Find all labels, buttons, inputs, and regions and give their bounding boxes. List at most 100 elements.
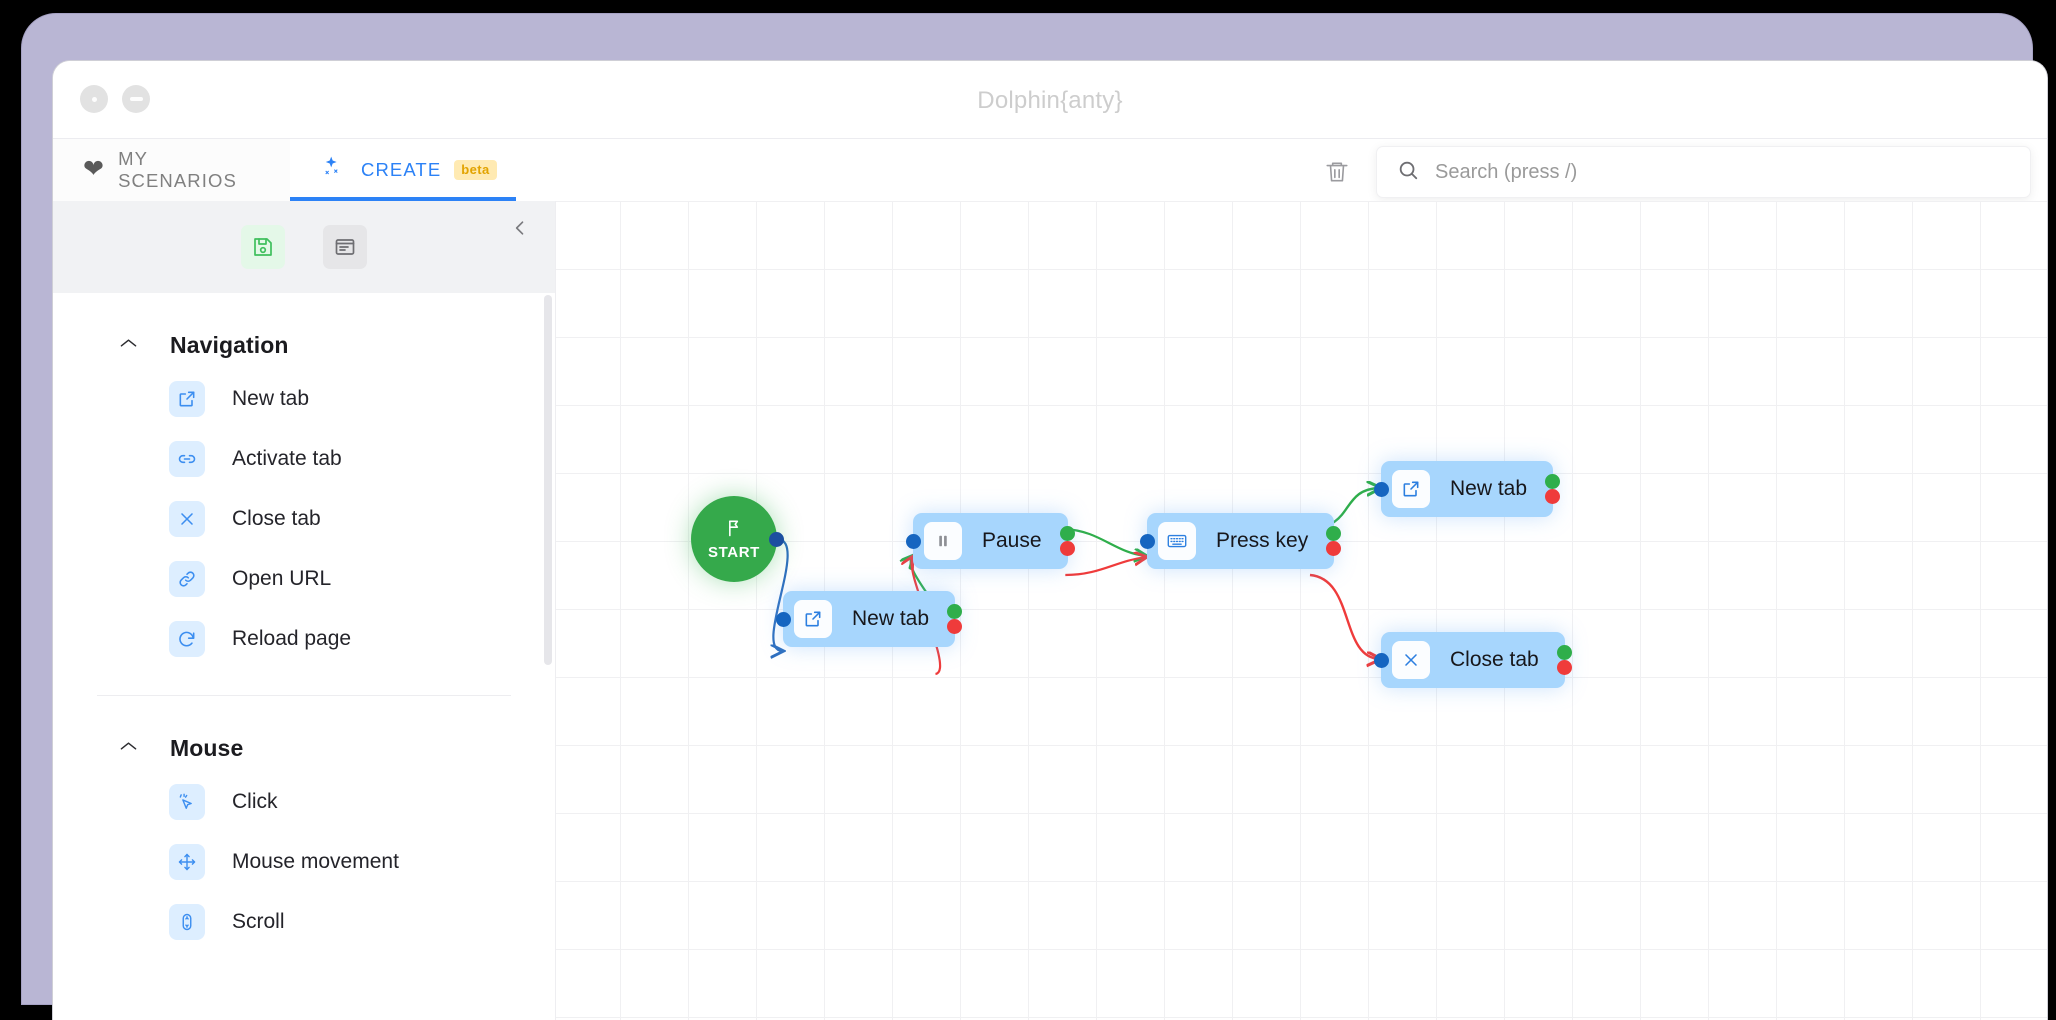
sidebar-action-label: Close tab: [232, 507, 321, 530]
window-outer-frame: Dolphin{anty} ❤ MY SCENARIOS: [22, 14, 2048, 1020]
port-in[interactable]: [776, 612, 791, 627]
port-in[interactable]: [1140, 534, 1155, 549]
section-header-navigation[interactable]: Navigation: [97, 293, 511, 369]
tab-create[interactable]: CREATE beta: [290, 139, 516, 201]
top-right-tools: [1320, 146, 2031, 198]
flow-node-label: Pause: [982, 529, 1042, 552]
title-bar: Dolphin{anty}: [53, 61, 2047, 139]
sidebar-action-scroll[interactable]: Scroll: [97, 892, 511, 952]
close-x-icon: [1392, 641, 1430, 679]
sidebar-action-reload-page[interactable]: Reload page: [97, 609, 511, 669]
port-in[interactable]: [1374, 482, 1389, 497]
port-out-error[interactable]: [1545, 489, 1561, 504]
sidebar-action-label: Open URL: [232, 567, 332, 590]
flow-node-label: Close tab: [1450, 648, 1539, 671]
tab-strip: ❤ MY SCENARIOS CREATE beta: [53, 139, 2047, 201]
desktop-backdrop: Dolphin{anty} ❤ MY SCENARIOS: [22, 14, 2048, 1020]
port-in[interactable]: [1374, 653, 1389, 668]
sidebar-scroll-area[interactable]: Navigation New tab: [53, 293, 555, 1020]
flag-icon: [724, 518, 744, 543]
section-title-mouse: Mouse: [170, 735, 244, 761]
window-controls: [80, 85, 150, 113]
sidebar-action-new-tab[interactable]: New tab: [97, 369, 511, 429]
flow-node-new-tab-2[interactable]: New tab: [1374, 461, 1561, 517]
flow-node-press-key[interactable]: Press key: [1140, 513, 1342, 569]
flow-canvas[interactable]: START New tab: [556, 201, 2047, 1020]
sidebar-action-activate-tab[interactable]: Activate tab: [97, 429, 511, 489]
flow-node-pause[interactable]: Pause: [906, 513, 1075, 569]
sparkle-icon: [320, 154, 348, 187]
chain-link-icon: [169, 561, 205, 597]
body-area: Navigation New tab: [53, 201, 2047, 1020]
search-box[interactable]: [1376, 146, 2031, 198]
flow-node-label: New tab: [852, 607, 930, 630]
flow-node-label: New tab: [1450, 477, 1528, 500]
external-link-icon: [794, 600, 832, 638]
flow-edges: [556, 201, 2047, 676]
window-dot-button[interactable]: [80, 85, 108, 113]
flow-node-close-tab[interactable]: Close tab: [1374, 632, 1572, 688]
minus-icon: [129, 97, 143, 101]
sidebar-action-label: Reload page: [232, 627, 352, 650]
port-out-error[interactable]: [947, 619, 963, 634]
port-out-success[interactable]: [947, 604, 963, 619]
heart-icon: ❤: [83, 154, 106, 183]
section-divider: [97, 695, 511, 696]
port-out-success[interactable]: [1545, 474, 1561, 489]
search-icon: [1397, 159, 1419, 186]
sidebar-scrollbar[interactable]: [544, 295, 552, 665]
port-out-error[interactable]: [1556, 660, 1572, 675]
flow-node-new-tab-1[interactable]: New tab: [776, 591, 963, 647]
close-x-icon: [169, 501, 205, 537]
sidebar-action-click[interactable]: Click: [97, 772, 511, 832]
tab-create-label: CREATE: [361, 159, 442, 180]
window-minimize-button[interactable]: [122, 85, 150, 113]
trash-icon[interactable]: [1320, 155, 1354, 189]
port-in[interactable]: [906, 534, 921, 549]
pause-icon: [924, 522, 962, 560]
move-arrows-icon: [169, 844, 205, 880]
search-input[interactable]: [1433, 159, 2010, 185]
keyboard-icon: [1158, 522, 1196, 560]
section-header-mouse[interactable]: Mouse: [97, 696, 511, 772]
port-out[interactable]: [769, 532, 784, 547]
sidebar-action-open-url[interactable]: Open URL: [97, 549, 511, 609]
sidebar-section-navigation: Navigation New tab: [53, 293, 555, 669]
sidebar-section-mouse: Mouse Click: [53, 696, 555, 952]
sidebar-action-label: Activate tab: [232, 447, 342, 470]
sidebar-action-label: Click: [232, 790, 278, 813]
external-link-icon: [169, 381, 205, 417]
save-scenario-button[interactable]: [241, 225, 285, 269]
sidebar-collapse-button[interactable]: [507, 215, 533, 241]
sidebar-action-mouse-movement[interactable]: Mouse movement: [97, 832, 511, 892]
link-dash-icon: [169, 441, 205, 477]
port-out-success[interactable]: [1556, 645, 1572, 660]
beta-badge: beta: [454, 160, 497, 180]
external-link-icon: [1392, 470, 1430, 508]
sidebar-action-label: Mouse movement: [232, 850, 399, 873]
sidebar-action-label: New tab: [232, 387, 310, 410]
flow-node-start-label: START: [708, 543, 760, 561]
section-title-navigation: Navigation: [170, 332, 289, 358]
chevron-up-icon: [120, 740, 137, 756]
chevron-up-icon: [120, 337, 137, 353]
sidebar-toolbar: [53, 201, 555, 293]
tab-my-scenarios-label: MY SCENARIOS: [118, 148, 237, 191]
reload-icon: [169, 621, 205, 657]
port-out-error[interactable]: [1059, 541, 1075, 556]
dot-icon: [91, 96, 97, 102]
app-window: Dolphin{anty} ❤ MY SCENARIOS: [52, 60, 2048, 1020]
notes-panel-button[interactable]: [323, 225, 367, 269]
flow-node-start[interactable]: START: [691, 496, 784, 582]
port-out-success[interactable]: [1326, 526, 1342, 541]
flow-node-label: Press key: [1216, 529, 1309, 552]
app-title: Dolphin{anty}: [977, 87, 1123, 114]
tab-my-scenarios[interactable]: ❤ MY SCENARIOS: [53, 139, 290, 201]
scroll-icon: [169, 904, 205, 940]
sidebar-action-label: Scroll: [232, 910, 285, 933]
sidebar: Navigation New tab: [53, 201, 556, 1020]
sidebar-action-close-tab[interactable]: Close tab: [97, 489, 511, 549]
cursor-click-icon: [169, 784, 205, 820]
port-out-error[interactable]: [1326, 541, 1342, 556]
port-out-success[interactable]: [1059, 526, 1075, 541]
